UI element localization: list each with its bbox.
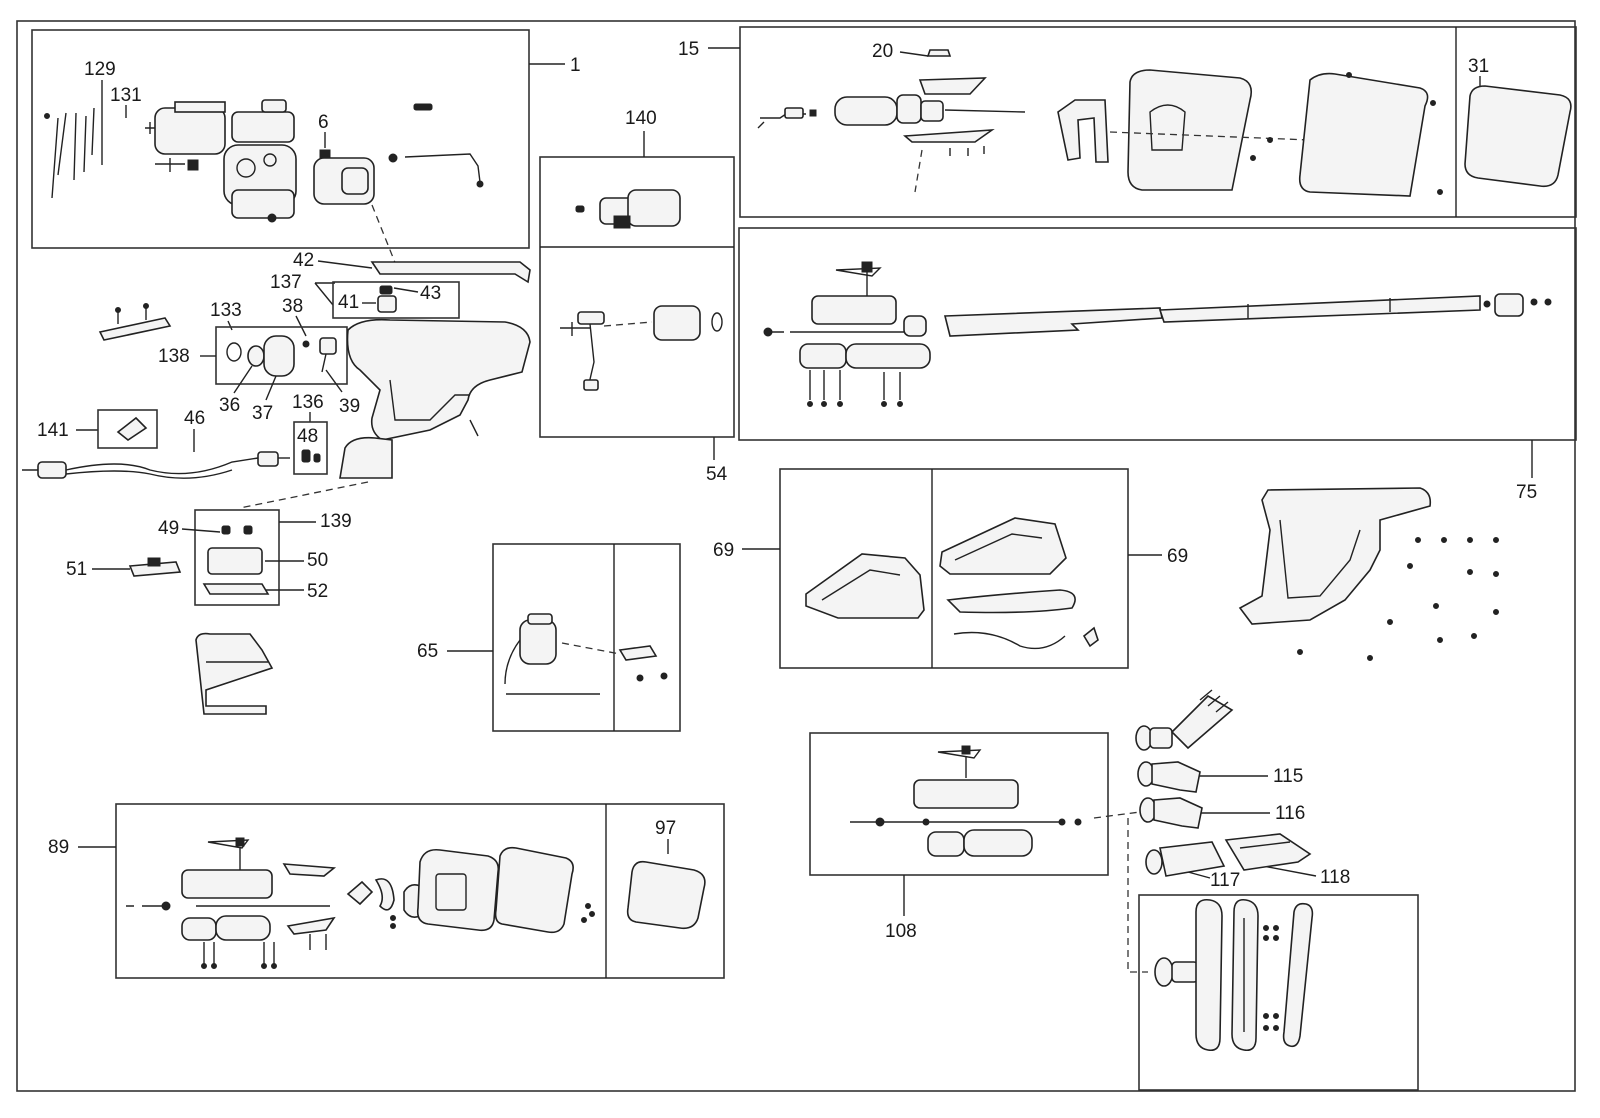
label-15: 15 — [678, 39, 699, 60]
label-75: 75 — [1516, 482, 1537, 503]
label-38: 38 — [282, 296, 303, 317]
group-1-motor-assembly[interactable]: 1 129 131 6 — [31, 29, 581, 271]
label-97: 97 — [655, 818, 676, 839]
bracket-part — [98, 303, 172, 341]
label-51: 51 — [66, 559, 87, 580]
label-141: 141 — [37, 420, 69, 441]
label-39: 39 — [339, 396, 360, 417]
label-54: 54 — [706, 464, 728, 485]
label-50: 50 — [307, 550, 328, 571]
stand-drawing — [805, 517, 1099, 650]
label-131: 131 — [110, 85, 142, 106]
label-42: 42 — [293, 250, 314, 271]
main-body-assembly[interactable]: 42 137 41 43 133 38 138 36 37 39 — [22, 250, 531, 509]
switch-part — [377, 295, 397, 313]
group-89[interactable]: 89 97 — [48, 803, 725, 979]
base-pad-part — [195, 632, 274, 715]
group-140-54[interactable]: 140 54 — [539, 108, 735, 485]
label-37: 37 — [252, 403, 273, 424]
label-89: 89 — [48, 837, 69, 858]
label-137: 137 — [270, 272, 302, 293]
label-69-left: 69 — [713, 540, 734, 561]
group-15-front-assembly[interactable]: 15 20 31 — [678, 26, 1577, 218]
label-129: 129 — [84, 59, 116, 80]
group-69-stands[interactable]: 69 69 — [713, 468, 1188, 669]
label-108: 108 — [885, 921, 917, 942]
group-108-drawing — [850, 745, 1141, 857]
wand-drawing — [763, 261, 1552, 407]
handle-body-drawing — [239, 318, 531, 509]
label-36: 36 — [219, 395, 240, 416]
power-cord — [22, 451, 290, 479]
label-118: 118 — [1320, 867, 1350, 888]
motor-parts-drawing — [44, 99, 484, 271]
label-48: 48 — [297, 426, 318, 447]
group-65[interactable]: 65 — [417, 543, 681, 732]
label-20: 20 — [872, 41, 893, 62]
label-46: 46 — [184, 408, 205, 429]
outer-frame — [16, 20, 1576, 1092]
top-cover — [370, 261, 531, 284]
label-49: 49 — [158, 518, 179, 539]
group-89-drawing — [126, 837, 706, 969]
label-115: 115 — [1273, 766, 1303, 787]
nozzles-drawing — [1127, 689, 1312, 973]
label-117: 117 — [1210, 870, 1240, 891]
label-136: 136 — [292, 392, 324, 413]
group-140-drawing — [560, 189, 723, 391]
label-65: 65 — [417, 641, 438, 662]
label-6: 6 — [318, 112, 329, 133]
label-133: 133 — [210, 300, 242, 321]
label-69-right: 69 — [1167, 546, 1188, 567]
label-139: 139 — [320, 511, 352, 532]
group-139-drawing — [128, 525, 270, 595]
group-108[interactable]: 108 — [809, 732, 1141, 942]
label-31: 31 — [1468, 56, 1489, 77]
front-assembly-drawing — [757, 49, 1572, 197]
label-138: 138 — [158, 346, 190, 367]
floor-brush-drawing — [1154, 898, 1314, 1052]
handle-housing-right — [1238, 487, 1499, 661]
label-52: 52 — [307, 581, 328, 602]
group-75-wand[interactable]: 75 — [738, 227, 1577, 503]
label-140: 140 — [625, 108, 657, 129]
accessory-nozzles[interactable]: 115 116 117 118 — [1127, 689, 1350, 973]
group-65-drawing — [504, 613, 668, 695]
label-43: 43 — [420, 283, 441, 304]
group-139[interactable]: 139 49 50 52 51 — [66, 509, 352, 606]
label-41: 41 — [338, 292, 359, 313]
label-116: 116 — [1275, 803, 1305, 824]
floor-brush-box[interactable] — [1138, 894, 1419, 1091]
label-1: 1 — [570, 55, 581, 76]
